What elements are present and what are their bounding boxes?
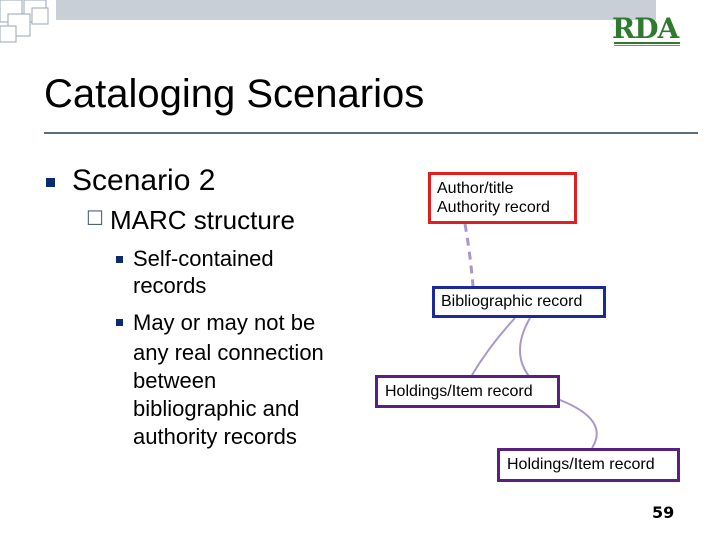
bullet-marc-structure: MARC structure <box>110 205 295 235</box>
bullet-scenario: Scenario 2 <box>72 164 216 197</box>
rda-logo: RDA <box>612 12 682 46</box>
authority-record-line1: Author/title <box>437 180 514 197</box>
bib-holdings1-connector <box>471 317 516 376</box>
holdings-record-box-1: Holdings/Item record <box>375 375 560 408</box>
bullet-square-icon <box>46 178 55 187</box>
bullet-square-icon <box>116 256 123 263</box>
bullet-connection-line1: May or may not be <box>133 310 316 335</box>
bullet-self-contained-line2: records <box>133 273 207 298</box>
corner-decoration <box>0 0 656 43</box>
bullet-connection-line4: bibliographic and <box>133 396 300 421</box>
bullet-square-icon <box>116 319 123 326</box>
holdings-record-label-1: Holdings/Item record <box>385 383 533 400</box>
bullet-connection-line5: authority records <box>133 424 297 449</box>
holdings-record-box-2: Holdings/Item record <box>497 448 680 482</box>
page-number: 59 <box>652 503 675 522</box>
holdings-record-label-2: Holdings/Item record <box>507 456 655 473</box>
bullet-self-contained-line1: Self-contained <box>133 246 274 271</box>
authority-bib-connector <box>463 223 475 287</box>
bibliographic-record-box: Bibliographic record <box>432 286 606 318</box>
slide-title: Cataloging Scenarios <box>44 72 425 116</box>
bullet-checkbox-icon: ☐ <box>86 208 104 230</box>
authority-record-line2: Authority record <box>437 199 550 216</box>
svg-text:RDA: RDA <box>612 12 681 45</box>
bullet-connection-line3: between <box>133 368 217 393</box>
title-rule <box>44 132 698 134</box>
bibliographic-record-label: Bibliographic record <box>441 293 583 310</box>
bullet-connection-line2: any real connection <box>133 340 324 365</box>
authority-record-box: Author/title Authority record <box>428 172 577 224</box>
